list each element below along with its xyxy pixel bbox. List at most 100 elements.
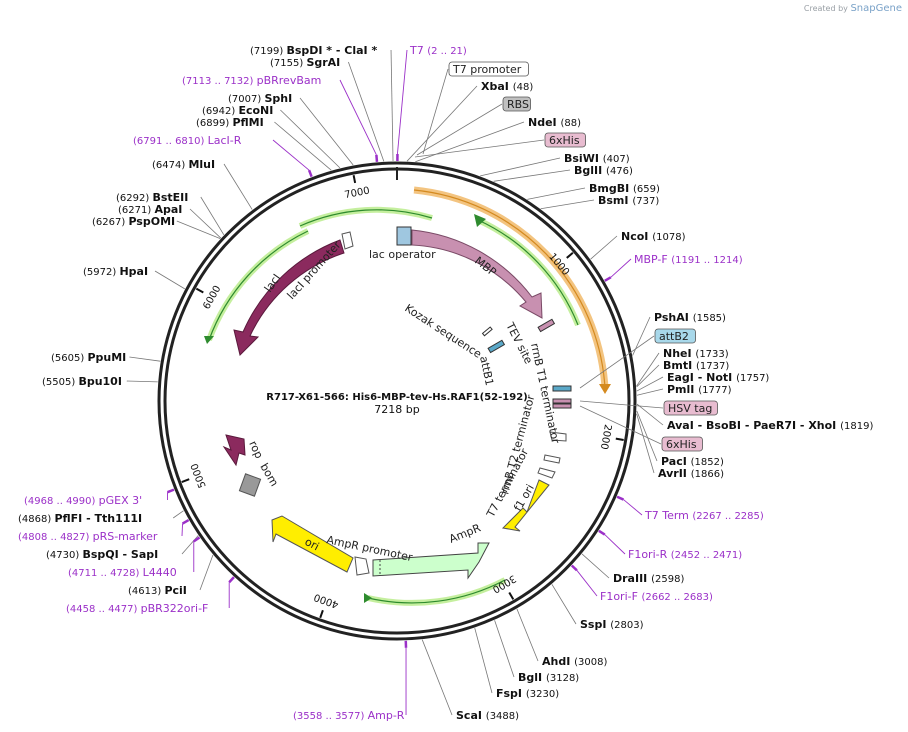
tag-label-his6_top[interactable]: 6xHis xyxy=(549,134,580,147)
enzyme-name: BmtI xyxy=(663,359,696,372)
enzyme-left-4[interactable]: (6899) PflMI xyxy=(196,116,264,129)
tag-label-hsv[interactable]: HSV tag xyxy=(668,402,712,415)
lac-operator-feature[interactable] xyxy=(396,226,412,246)
primer-9[interactable]: (4808 .. 4827) pRS-marker xyxy=(18,530,158,543)
laci-promoter-feature[interactable] xyxy=(341,231,354,250)
enzyme-right-18[interactable]: BglI (3128) xyxy=(518,671,579,684)
enzyme-name: BstEII xyxy=(152,191,188,204)
primer-0[interactable]: T7 (2 .. 21) xyxy=(409,44,467,57)
enzyme-right-13[interactable]: PacI (1852) xyxy=(661,455,724,468)
enzyme-left-1[interactable]: (7155) SgrAI xyxy=(270,56,340,69)
enzyme-name: FspI xyxy=(496,687,526,700)
enzyme-right-3[interactable]: BglII (476) xyxy=(574,164,633,177)
enzyme-right-5[interactable]: BsmI (737) xyxy=(598,194,659,207)
tag-label-rbs[interactable]: RBS xyxy=(507,98,529,111)
primer-1[interactable]: (7113 .. 7132) pBRrevBam xyxy=(182,74,321,87)
enzyme-name: PmlI xyxy=(667,383,698,396)
enzyme-left-2[interactable]: (7007) SphI xyxy=(228,92,292,105)
enzyme-pos: (7155) xyxy=(270,58,306,69)
enzyme-right-9[interactable]: BmtI (1737) xyxy=(663,359,729,372)
primer-10[interactable]: (4711 .. 4728) L4440 xyxy=(68,566,177,579)
primer-3[interactable]: MBP-F (1191 .. 1214) xyxy=(634,253,743,266)
enzyme-left-6[interactable]: (6292) BstEII xyxy=(116,191,188,204)
primer-name: L4440 xyxy=(143,566,177,579)
enzyme-name: BsiWI xyxy=(564,152,603,165)
enzyme-right-8[interactable]: NheI (1733) xyxy=(663,347,729,360)
enzyme-right-10[interactable]: EagI - NotI (1757) xyxy=(667,371,769,384)
tag-label-t7promoter[interactable]: T7 promoter xyxy=(452,63,522,76)
tick-label-3000: 3000 xyxy=(490,572,518,594)
primer-7[interactable]: (3558 .. 3577) Amp-R xyxy=(293,709,405,722)
mbp-inner-arc-line xyxy=(477,219,579,326)
primer-4[interactable]: T7 Term (2267 .. 2285) xyxy=(644,509,764,522)
enzyme-left-14[interactable]: (4613) PciI xyxy=(128,584,187,597)
primer-8[interactable]: (4968 .. 4990) pGEX 3' xyxy=(24,494,142,507)
ori-feature[interactable] xyxy=(271,515,354,573)
tick-label-4000: 4000 xyxy=(313,591,341,610)
enzyme-pos: (2598) xyxy=(651,574,684,585)
enzyme-right-1[interactable]: NdeI (88) xyxy=(528,116,581,129)
leader-line xyxy=(527,187,586,200)
ampr-promoter-feature[interactable] xyxy=(354,556,370,576)
enzyme-right-19[interactable]: FspI (3230) xyxy=(496,687,559,700)
primer-6[interactable]: F1ori-F (2662 .. 2683) xyxy=(600,590,713,603)
f1ori-feature[interactable] xyxy=(501,479,550,532)
enzyme-right-0[interactable]: XbaI (48) xyxy=(481,80,533,93)
tag-label-his6_bottom[interactable]: 6xHis xyxy=(666,438,697,451)
enzyme-right-20[interactable]: ScaI (3488) xyxy=(456,709,519,722)
enzyme-right-6[interactable]: NcoI (1078) xyxy=(621,230,686,243)
mbp-feature[interactable] xyxy=(411,229,543,319)
enzyme-right-2[interactable]: BsiWI (407) xyxy=(564,152,630,165)
leader-line xyxy=(636,410,658,462)
enzyme-right-15[interactable]: DraIII (2598) xyxy=(613,572,684,585)
enzyme-left-5[interactable]: (6474) MluI xyxy=(152,158,215,171)
leader-line xyxy=(189,208,222,239)
primer-range: (4808 .. 4827) xyxy=(18,532,93,543)
enzyme-pos: (659) xyxy=(633,184,660,195)
primer-name: T7 Term xyxy=(644,509,692,522)
enzyme-left-3[interactable]: (6942) EcoNI xyxy=(202,104,273,117)
ampr-feature[interactable] xyxy=(372,542,490,580)
enzyme-left-13[interactable]: (4730) BspQI - SapI xyxy=(46,548,158,561)
enzyme-right-7[interactable]: PshAI (1585) xyxy=(654,311,726,324)
tick-label-2000: 2000 xyxy=(598,423,613,450)
enzyme-left-9[interactable]: (5972) HpaI xyxy=(83,265,148,278)
enzyme-right-14[interactable]: AvrII (1866) xyxy=(658,467,724,480)
enzyme-left-10[interactable]: (5605) PpuMI xyxy=(51,351,126,364)
primer-leader xyxy=(576,570,598,597)
enzyme-right-16[interactable]: SspI (2803) xyxy=(580,618,644,631)
primer-11[interactable]: (4458 .. 4477) pBR322ori-F xyxy=(66,602,208,615)
laci-feature[interactable] xyxy=(233,239,345,356)
enzyme-left-0[interactable]: (7199) BspDI * - ClaI * xyxy=(250,44,377,57)
primer-leader xyxy=(272,139,310,171)
kozak-feature xyxy=(481,326,493,337)
tag-label-attb2[interactable]: attB2 xyxy=(659,330,689,343)
enzyme-pos: (88) xyxy=(560,118,581,129)
tick-mark-1000 xyxy=(566,252,574,259)
primer-2[interactable]: (6791 .. 6810) LacI-R xyxy=(133,134,242,147)
enzyme-right-12[interactable]: AvaI - BsoBI - PaeR7I - XhoI (1819) xyxy=(667,419,873,432)
enzyme-left-8[interactable]: (6267) PspOMI xyxy=(92,215,175,228)
primer-leader xyxy=(339,79,377,156)
rop-feature[interactable] xyxy=(222,434,246,467)
watermark-text: Created by xyxy=(803,4,848,13)
enzyme-name: Bpu10I xyxy=(78,375,122,388)
primer-range: (2 .. 21) xyxy=(427,46,467,57)
primer-range: (6791 .. 6810) xyxy=(133,136,208,147)
primer-5[interactable]: F1ori-R (2452 .. 2471) xyxy=(628,548,742,561)
enzyme-left-11[interactable]: (5505) Bpu10I xyxy=(42,375,122,388)
enzyme-left-7[interactable]: (6271) ApaI xyxy=(118,203,182,216)
enzyme-name: BglII xyxy=(574,164,606,177)
bom-feature[interactable] xyxy=(238,473,262,497)
enzyme-right-17[interactable]: AhdI (3008) xyxy=(542,655,607,668)
attb2-feature xyxy=(552,385,572,392)
leader-line xyxy=(299,97,354,166)
enzyme-left-12[interactable]: (4868) PflFI - Tth111I xyxy=(18,512,142,525)
primer-range: (2267 .. 2285) xyxy=(692,511,764,522)
enzyme-name: PflFI xyxy=(54,512,82,525)
backbone-outer-strand xyxy=(157,161,637,641)
enzyme-right-4[interactable]: BmgBI (659) xyxy=(589,182,660,195)
enzyme-right-11[interactable]: PmlI (1777) xyxy=(667,383,732,396)
bom-label: bom xyxy=(257,461,280,489)
enzyme-name: AvrII xyxy=(658,467,691,480)
